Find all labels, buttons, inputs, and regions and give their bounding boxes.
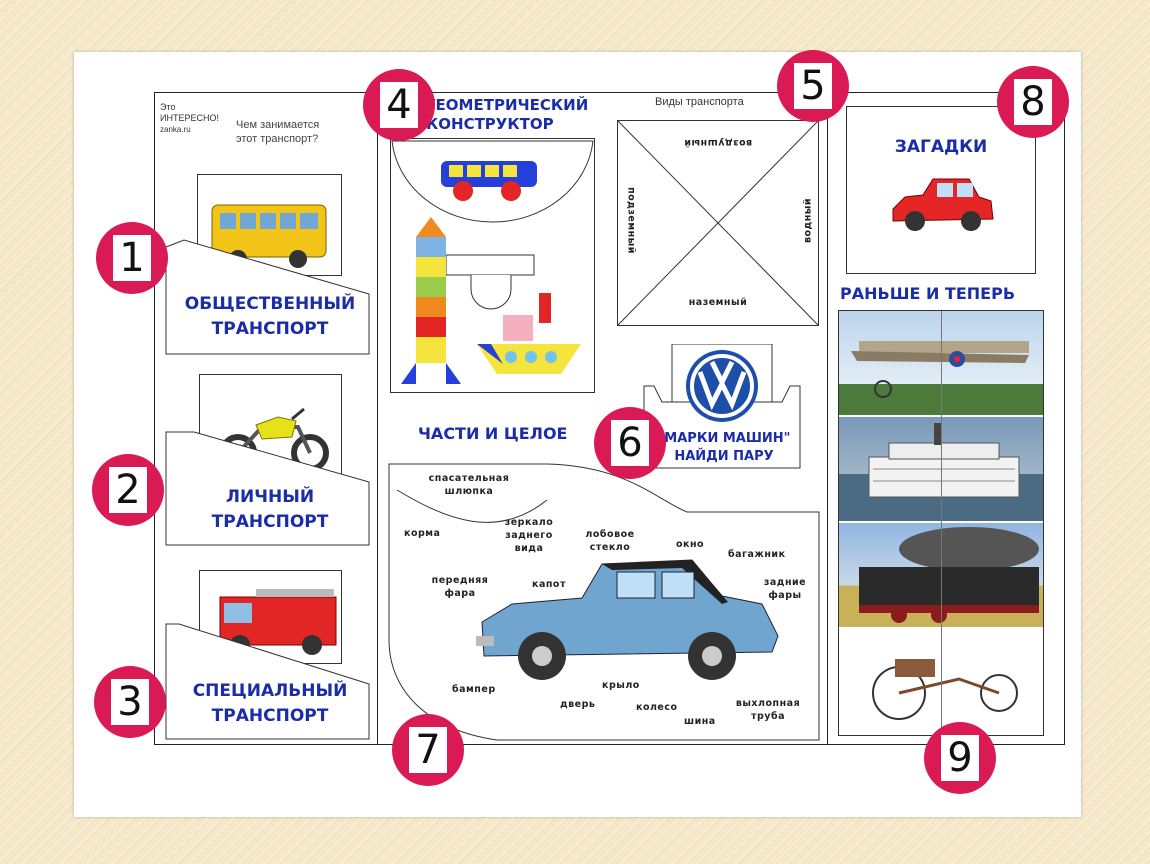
- photo-cut-line: [941, 311, 942, 735]
- past-present-panel[interactable]: [838, 310, 1044, 736]
- part-taillights: задние фары: [763, 577, 807, 601]
- riddles-card[interactable]: ЗАГАДКИ: [846, 106, 1036, 274]
- types-title: Виды транспорта: [655, 96, 744, 108]
- badge-6: 6: [594, 407, 666, 479]
- geometric-title: ГЕОМЕТРИЧЕСКИЙ КОНСТРУКТОР: [426, 96, 589, 133]
- site-logo: Это ИНТЕРЕСНО! zanka.ru: [160, 102, 219, 134]
- badge-1: 1: [96, 222, 168, 294]
- lapbook-sheet: Это ИНТЕРЕСНО! zanka.ru Чем занимается э…: [74, 50, 1081, 817]
- part-trunk: багажник: [728, 549, 786, 560]
- personal-transport-label: ЛИЧНЫЙ ТРАНСПОРТ: [211, 487, 329, 532]
- badge-7: 7: [392, 714, 464, 786]
- steam-train-icon: [859, 527, 1039, 623]
- part-fender: крыло: [602, 680, 640, 691]
- part-window: окно: [676, 539, 705, 550]
- badge-5: 5: [777, 50, 849, 122]
- fold-left: [377, 92, 378, 745]
- volkswagen-logo-icon: [686, 350, 758, 422]
- part-bumper: бампер: [452, 684, 496, 695]
- public-transport-pocket[interactable]: [164, 232, 374, 357]
- question-text: Чем занимается этот транспорт?: [236, 119, 320, 145]
- public-transport-label: ОБЩЕСТВЕННЫЙ ТРАНСПОРТ: [184, 294, 356, 339]
- part-wheel: колесо: [636, 702, 678, 713]
- badge-4: 4: [363, 69, 435, 141]
- badge-9: 9: [924, 722, 996, 794]
- red-car-icon: [892, 178, 994, 231]
- part-tire: шина: [684, 716, 716, 727]
- type-water: водный: [802, 197, 814, 244]
- vintage-car-icon: [872, 659, 1018, 720]
- geometric-panel[interactable]: [390, 138, 595, 393]
- past-present-title: РАНЬШЕ И ТЕПЕРЬ: [840, 284, 1016, 303]
- part-hood: капот: [532, 579, 566, 590]
- parts-title: ЧАСТИ И ЦЕЛОЕ: [418, 424, 568, 443]
- part-door: дверь: [560, 699, 596, 710]
- airplane-icon: [851, 341, 1029, 398]
- frame-left: [154, 92, 155, 745]
- part-stern: корма: [404, 528, 441, 539]
- personal-transport-pocket[interactable]: [164, 430, 374, 548]
- badge-3: 3: [94, 666, 166, 738]
- special-transport-pocket[interactable]: [164, 622, 374, 742]
- badge-2: 2: [92, 454, 164, 526]
- type-ground: наземный: [688, 297, 748, 308]
- fire-truck-icon: [219, 589, 337, 655]
- steamboat-icon: [868, 423, 1020, 498]
- type-underground: подземный: [625, 187, 637, 254]
- frame-bottom: [154, 744, 1064, 745]
- envelope-diagonals: [617, 120, 819, 326]
- car-illustration-icon: [476, 559, 779, 680]
- part-exhaust: выхлопная труба: [735, 698, 801, 722]
- riddles-title: ЗАГАДКИ: [894, 137, 988, 157]
- shapes-illustration: [391, 140, 594, 384]
- part-lifeboat: спасательная шлюпка: [428, 473, 510, 497]
- part-windshield: лобовое стекло: [585, 529, 635, 553]
- part-headlight: передняя фара: [431, 575, 489, 599]
- special-transport-label: СПЕЦИАЛЬНЫЙ ТРАНСПОРТ: [192, 681, 348, 726]
- type-air: воздушный: [683, 137, 753, 148]
- fold-right: [827, 92, 828, 745]
- brands-title: "МАРКИ МАШИН" НАЙДИ ПАРУ: [657, 431, 791, 464]
- types-envelope[interactable]: воздушный водный наземный подземный: [617, 120, 819, 326]
- frame-top: [154, 92, 1064, 93]
- badge-8: 8: [997, 66, 1069, 138]
- frame-right: [1064, 92, 1065, 745]
- part-mirror: зеркало заднего вида: [504, 517, 554, 554]
